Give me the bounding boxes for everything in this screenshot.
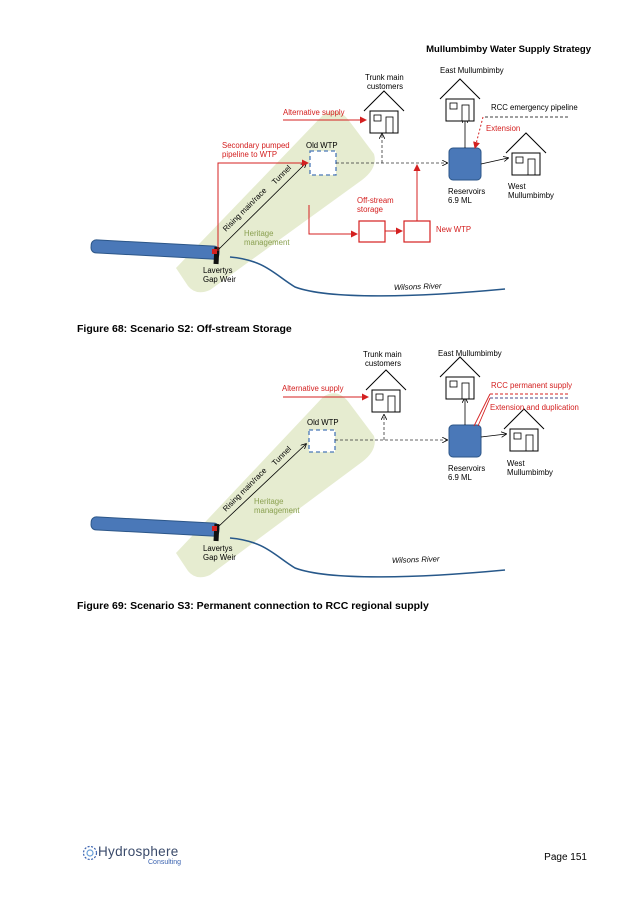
label-west-1: West — [508, 182, 526, 191]
label-offstream-1: Off-stream — [357, 196, 394, 205]
label-res-2: 6.9 ML — [448, 473, 472, 482]
label-heritage-2: management — [244, 238, 290, 247]
secondary-pipeline — [217, 159, 309, 251]
label-res-2: 6.9 ML — [448, 196, 472, 205]
page-number: Page 151 — [544, 852, 587, 863]
label-east: East Mullumbimby — [440, 66, 504, 75]
label-heritage-1: Heritage — [244, 229, 273, 238]
reservoir-to-west — [480, 434, 506, 438]
new-wtp-box — [403, 220, 431, 243]
reservoir-box — [448, 147, 482, 181]
label-heritage-1: Heritage — [254, 497, 283, 506]
label-weir-1: Lavertys — [203, 544, 233, 553]
extension-arrow — [473, 116, 484, 149]
label-res-1: Reservoirs — [448, 187, 485, 196]
figure-69-caption: Figure 69: Scenario S3: Permanent connec… — [77, 600, 429, 612]
house-east-mullumbimby — [439, 78, 481, 122]
label-weir-1: Lavertys — [203, 266, 233, 275]
label-rcc-permanent: RCC permanent supply — [491, 381, 572, 390]
logo-swirl-icon — [82, 845, 98, 861]
house-west-mullumbimby — [503, 408, 545, 452]
label-old-wtp: Old WTP — [307, 418, 339, 427]
figure-68-caption: Figure 68: Scenario S2: Off-stream Stora… — [77, 323, 292, 335]
ext-dup-line-1 — [473, 393, 491, 427]
old-wtp-box — [308, 429, 336, 453]
river-line — [229, 256, 506, 297]
label-offstream-2: storage — [357, 205, 383, 214]
label-river: Wilsons River — [394, 281, 442, 292]
intake-point — [212, 526, 217, 531]
label-west-2: Mullumbimby — [507, 468, 553, 477]
label-trunk-2: customers — [367, 82, 403, 91]
label-extension-duplication: Extension and duplication — [490, 403, 579, 412]
label-secondary-2: pipeline to WTP — [222, 150, 277, 159]
label-rcc-emergency: RCC emergency pipeline — [491, 103, 578, 112]
logo-sub: Consulting — [148, 859, 182, 866]
label-trunk-1: Trunk main — [365, 73, 404, 82]
label-east: East Mullumbimby — [438, 349, 502, 358]
label-west-2: Mullumbimby — [508, 191, 554, 200]
house-trunk-customers — [365, 369, 407, 413]
reservoir-to-west — [480, 158, 508, 165]
offstream-path — [308, 205, 358, 238]
rising-main-line — [217, 444, 306, 528]
label-secondary-1: Secondary pumped — [222, 141, 290, 150]
label-west-1: West — [507, 459, 525, 468]
intake-point — [212, 249, 217, 254]
page-header-title: Mullumbimby Water Supply Strategy — [426, 44, 591, 55]
hydrosphere-logo: Hydrosphere Consulting — [82, 843, 192, 871]
house-west-mullumbimby — [505, 132, 547, 176]
label-trunk-1: Trunk main — [363, 350, 402, 359]
label-res-1: Reservoirs — [448, 464, 485, 473]
label-old-wtp: Old WTP — [306, 141, 338, 150]
label-new-wtp: New WTP — [436, 225, 471, 234]
house-east-mullumbimby — [439, 356, 481, 400]
label-extension: Extension — [486, 124, 520, 133]
reservoir-box — [448, 424, 482, 458]
label-river: Wilsons River — [392, 554, 440, 565]
river-line — [229, 537, 506, 578]
label-trunk-2: customers — [365, 359, 401, 368]
weir-pipe — [90, 516, 220, 537]
house-trunk-customers — [363, 90, 405, 134]
label-weir-2: Gap Weir — [203, 553, 236, 562]
offstream-storage-box — [358, 220, 386, 243]
weir-pipe — [90, 239, 220, 260]
label-alternative-supply: Alternative supply — [283, 108, 345, 117]
old-wtp-box — [309, 150, 337, 176]
label-weir-2: Gap Weir — [203, 275, 236, 284]
rising-main-line — [217, 163, 306, 251]
logo-name: Hydrosphere — [98, 844, 179, 859]
label-alternative-supply: Alternative supply — [282, 384, 344, 393]
label-heritage-2: management — [254, 506, 300, 515]
ext-dup-line-2 — [477, 397, 491, 427]
